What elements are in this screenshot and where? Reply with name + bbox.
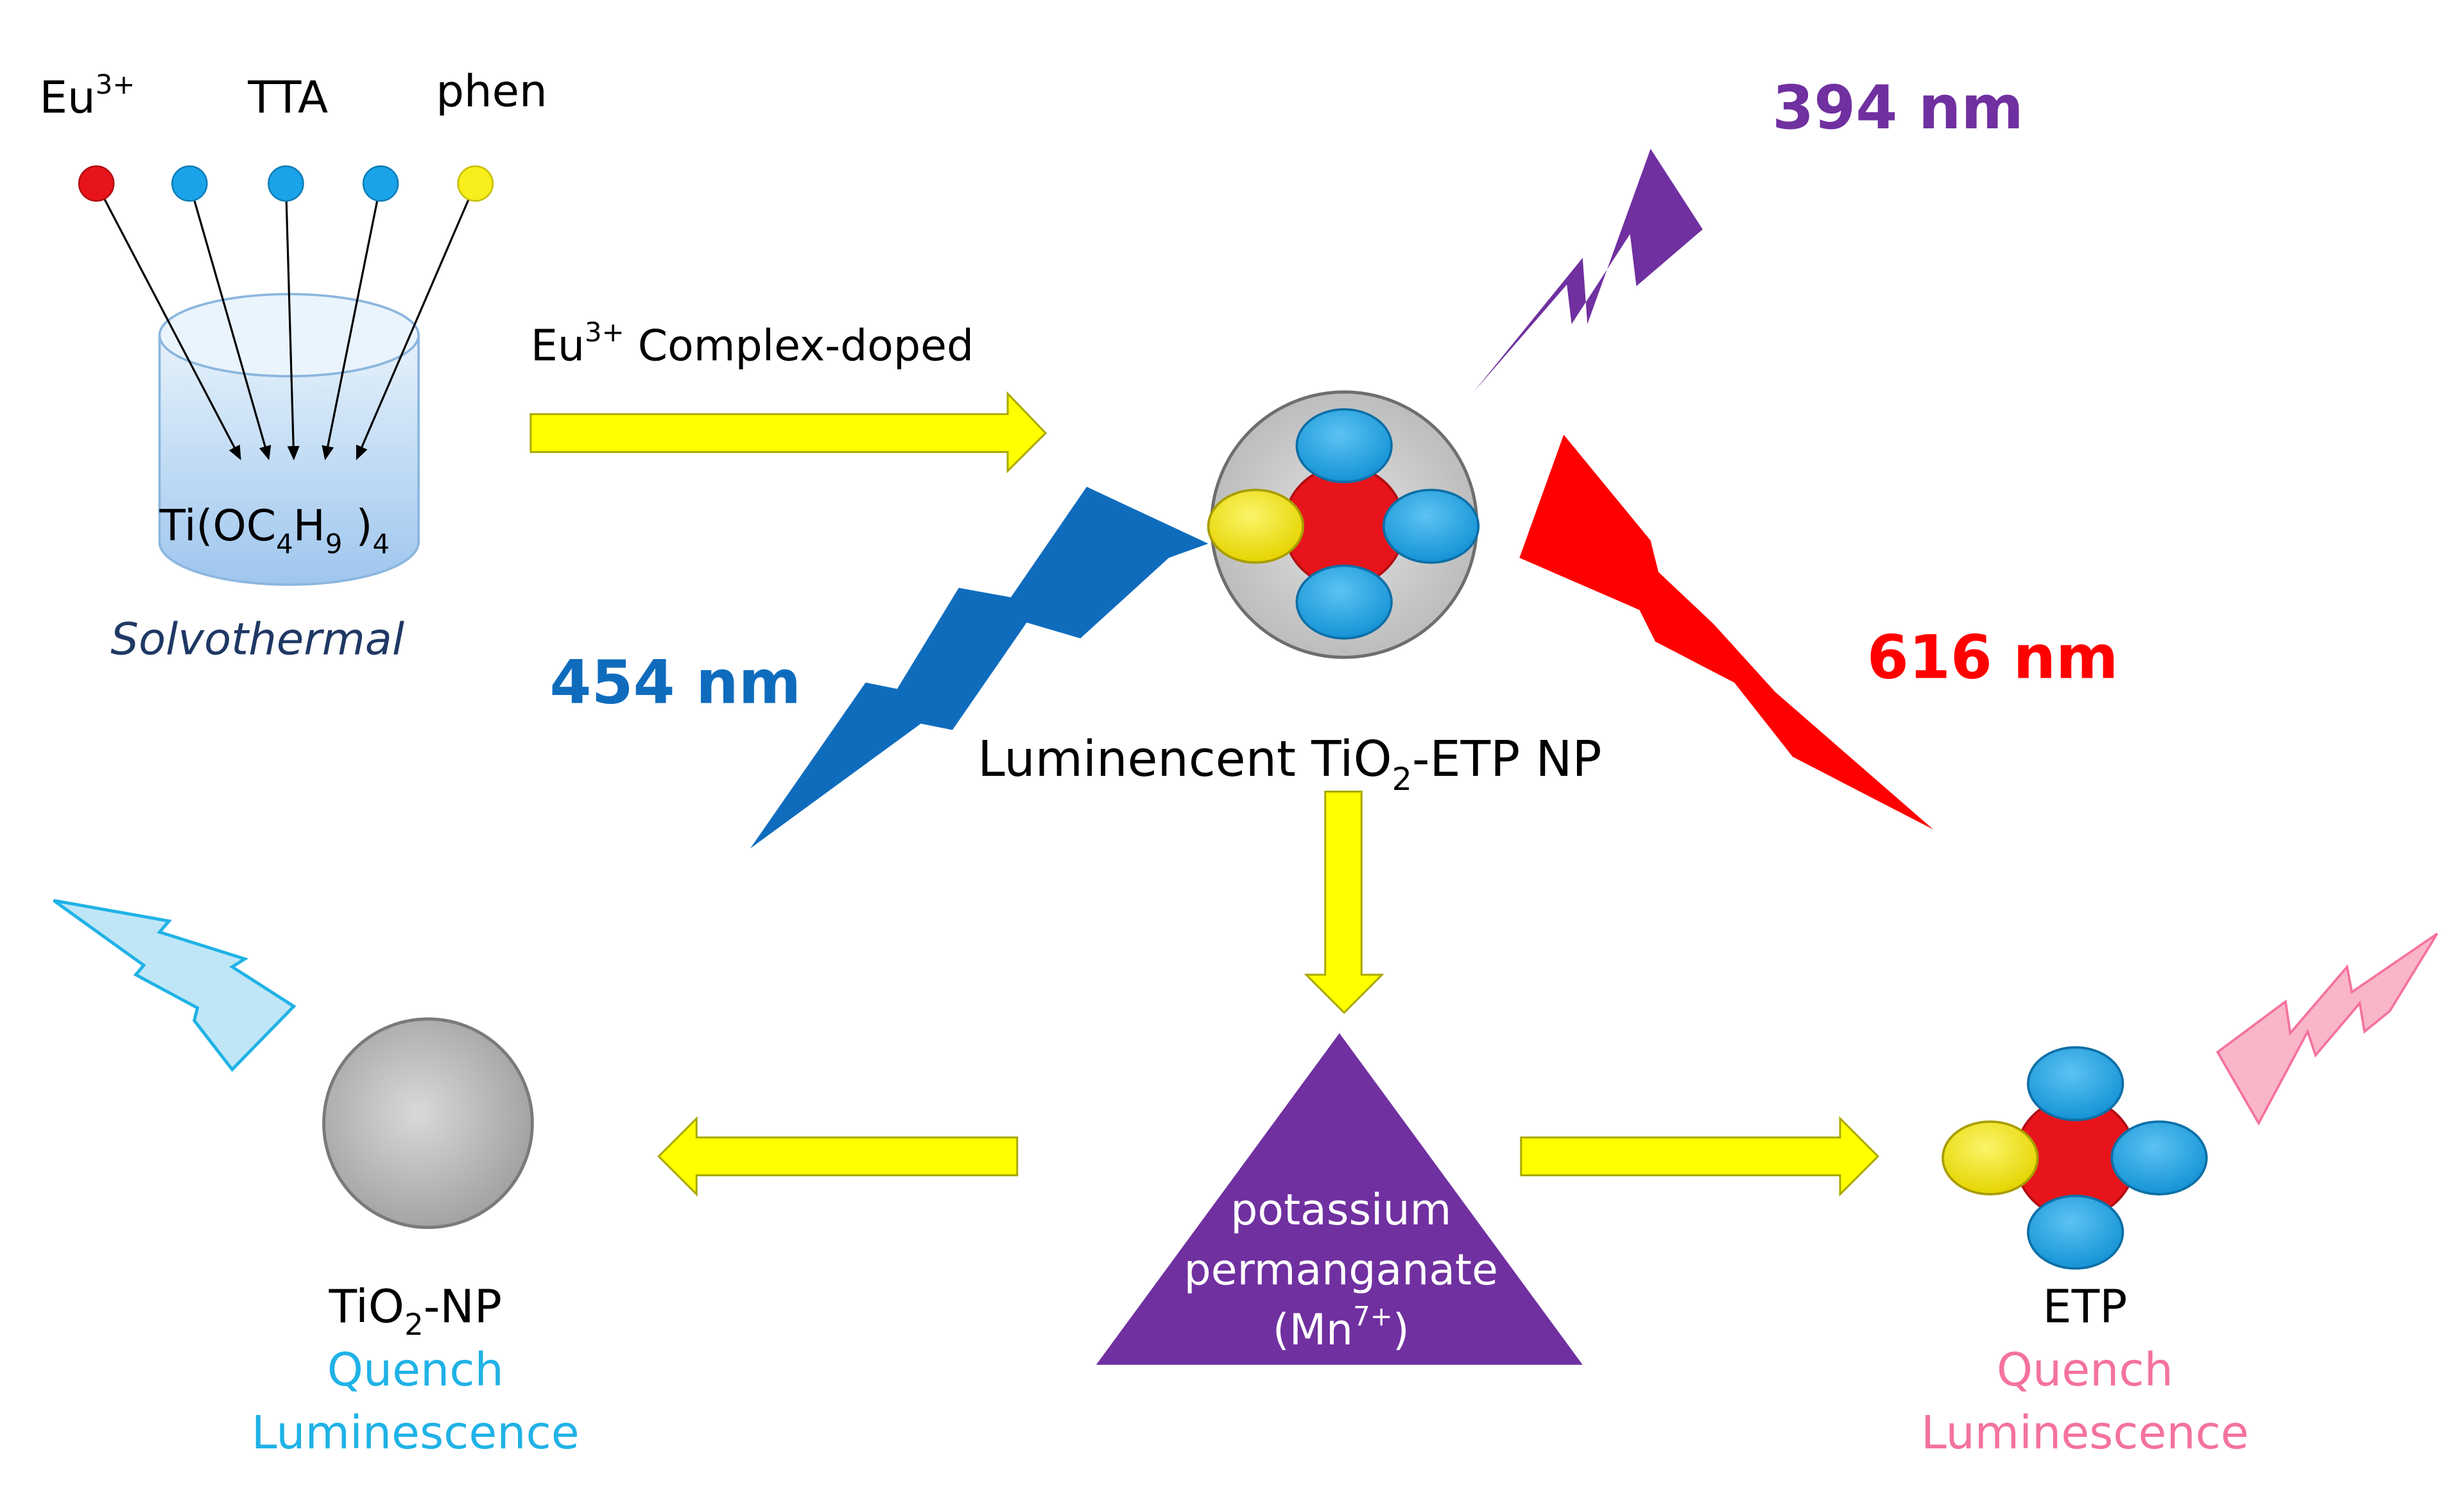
tta-dot-3 <box>362 165 399 202</box>
etp-quench-label: Quench <box>1997 1343 2173 1396</box>
tio2-quench-label: Quench <box>327 1343 504 1396</box>
wavelength-394: 394 nm <box>1772 73 2024 143</box>
red-emission-bolt <box>1519 434 1934 830</box>
permanganate-line-2: permanganate <box>1184 1244 1498 1294</box>
wavelength-454: 454 nm <box>549 648 801 718</box>
tio2-luminescence-label: Luminescence <box>252 1406 580 1459</box>
etp-luminescence-label: Luminescence <box>1921 1406 2249 1459</box>
phen-label: phen <box>436 65 547 117</box>
right-arrow <box>1520 1116 1880 1197</box>
down-arrow <box>1304 791 1384 1015</box>
precursor-arrows <box>95 183 477 461</box>
tta-label: TTA <box>247 72 328 123</box>
eu-dot <box>78 165 115 202</box>
titanium-butoxide-label: Ti(OC4H9 )4 <box>159 501 390 560</box>
permanganate-line-3: (Mn7+) <box>1273 1300 1409 1355</box>
wavelength-616: 616 nm <box>1867 622 2119 692</box>
complex-doped-label: Eu3+ Complex-doped <box>531 316 974 371</box>
etp-label: ETP <box>2043 1280 2128 1333</box>
tta-dot-2 <box>268 165 304 202</box>
light-blue-bolt <box>53 898 297 1072</box>
solvothermal-label: Solvothermal <box>110 613 404 665</box>
phen-dot <box>457 165 494 202</box>
tio2-np-label: TiO2-NP <box>329 1280 502 1342</box>
left-arrow <box>657 1116 1019 1197</box>
etp-complex <box>1942 1046 2208 1270</box>
tio2-nanoparticle <box>322 1017 534 1230</box>
luminescent-np-label: Luminencent TiO2-ETP NP <box>978 730 1601 798</box>
blue-emission-bolt <box>750 486 1209 849</box>
permanganate-triangle <box>1096 1033 1583 1365</box>
eu-label: Eu3+ <box>40 69 135 124</box>
pink-bolt <box>2216 932 2438 1126</box>
permanganate-line-1: potassium <box>1230 1185 1451 1235</box>
doping-arrow <box>530 391 1047 474</box>
tta-dot-1 <box>171 165 208 202</box>
violet-excitation-bolt <box>1474 148 1703 392</box>
tio2-etp-nanoparticle <box>1207 390 1480 659</box>
